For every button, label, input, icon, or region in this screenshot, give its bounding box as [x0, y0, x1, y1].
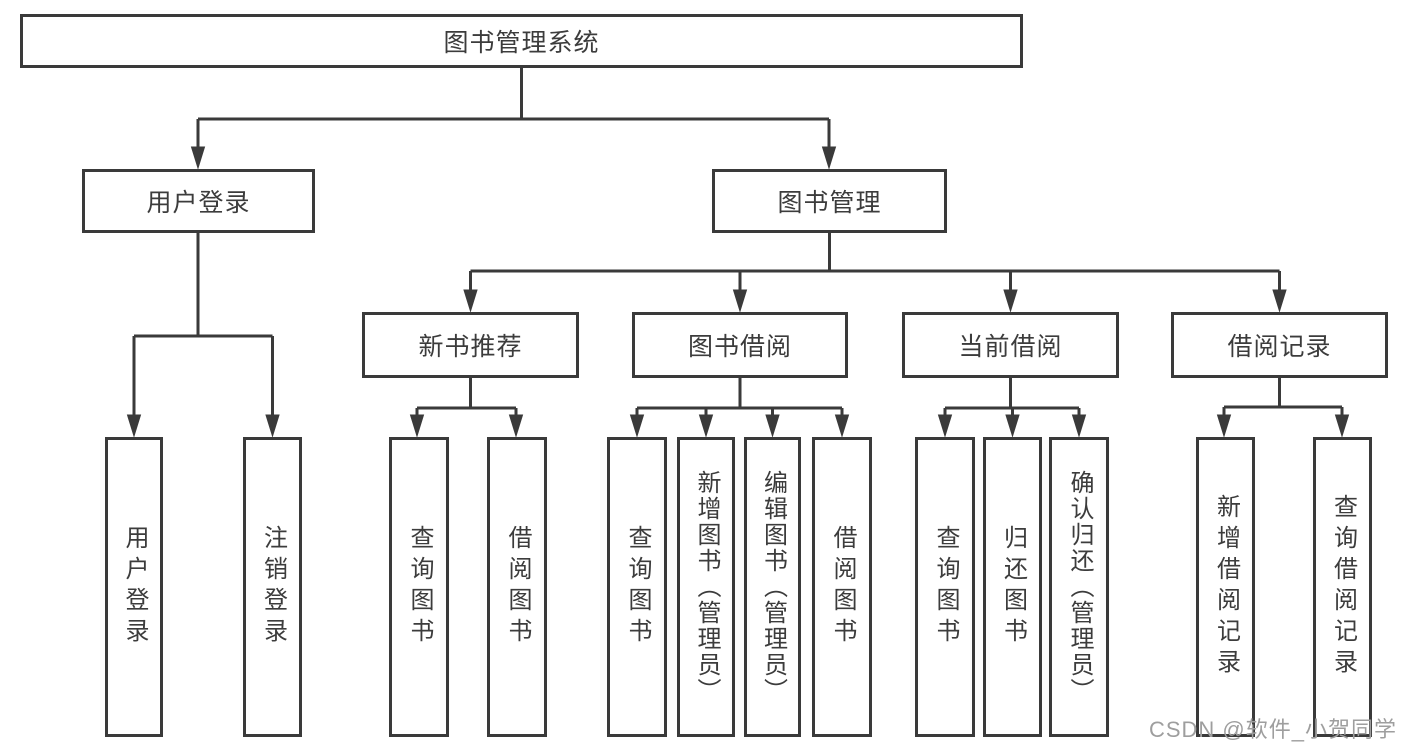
node-library-management-system: 图书管理系统 [20, 14, 1023, 68]
node-user-login-action: 用户登录 [105, 437, 163, 737]
node-label: 查询图书 [932, 525, 959, 649]
node-label: 借阅图书 [504, 525, 531, 649]
node-edit-books-admin: 编辑图书（管理员） [744, 437, 801, 737]
node-label: 图书管理系统 [443, 29, 600, 57]
node-user-login: 用户登录 [82, 169, 315, 233]
node-label: 查询借阅记录 [1329, 494, 1357, 680]
node-label: 编辑图书（管理员） [759, 470, 787, 704]
node-label: 用户登录 [146, 189, 251, 217]
node-label: 用户登录 [121, 525, 148, 649]
node-book-management: 图书管理 [712, 169, 947, 233]
node-label: 确认归还（管理员） [1066, 470, 1093, 704]
node-label: 查询图书 [406, 525, 433, 649]
node-return-books: 归还图书 [983, 437, 1042, 737]
node-label: 借阅图书 [829, 525, 856, 649]
node-label: 图书管理 [777, 189, 882, 217]
node-query-books-current: 查询图书 [915, 437, 975, 737]
node-borrowing-records: 借阅记录 [1171, 312, 1388, 378]
node-query-books-borrowing: 查询图书 [607, 437, 667, 737]
csdn-watermark: CSDN @软件_小贺同学 [1148, 717, 1397, 742]
node-label: 当前借阅 [958, 333, 1063, 361]
node-logout-action: 注销登录 [243, 437, 302, 737]
node-label: 新增图书（管理员） [693, 470, 720, 704]
node-label: 借阅记录 [1227, 333, 1332, 361]
node-query-books-recommend: 查询图书 [389, 437, 449, 737]
node-label: 图书借阅 [687, 333, 792, 361]
node-confirm-return-admin: 确认归还（管理员） [1049, 437, 1109, 737]
node-add-books-admin: 新增图书（管理员） [677, 437, 735, 737]
node-label: 新增借阅记录 [1212, 494, 1240, 680]
node-add-borrow-record: 新增借阅记录 [1196, 437, 1255, 737]
node-label: 新书推荐 [418, 333, 523, 361]
node-query-borrow-record: 查询借阅记录 [1313, 437, 1372, 737]
node-book-borrowing: 图书借阅 [632, 312, 848, 378]
node-borrow-books-recommend: 借阅图书 [487, 437, 547, 737]
node-label: 查询图书 [624, 525, 651, 649]
node-current-borrowing: 当前借阅 [902, 312, 1119, 378]
node-new-book-recommendation: 新书推荐 [362, 312, 579, 378]
node-label: 归还图书 [999, 525, 1027, 649]
node-label: 注销登录 [259, 525, 287, 649]
node-borrow-books: 借阅图书 [812, 437, 872, 737]
